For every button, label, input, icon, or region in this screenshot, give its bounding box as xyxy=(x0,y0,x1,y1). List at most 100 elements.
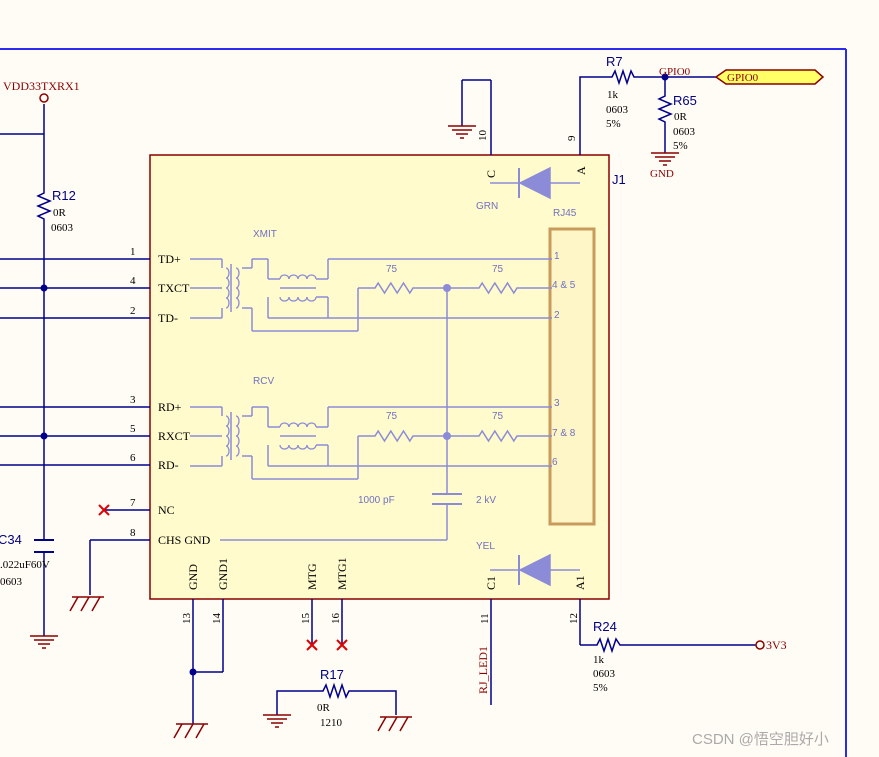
sheet-border xyxy=(0,48,847,757)
v3v3-power-port: 3V3 xyxy=(755,638,787,652)
gpio-port-label: GPIO0 xyxy=(727,72,759,84)
c34-value: .022uF60V xyxy=(0,559,50,571)
r75-label-2: 75 xyxy=(492,264,504,275)
grn-led-label: GRN xyxy=(476,201,498,212)
pin-16-num: 16 xyxy=(330,613,342,625)
pin-1-num: 1 xyxy=(130,246,136,258)
xmit-label: XMIT xyxy=(253,229,277,240)
pin-1-name: TD+ xyxy=(158,252,181,266)
r17-ref: R17 xyxy=(320,667,344,682)
rcv-r75-b xyxy=(476,429,520,443)
r75-label-1: 75 xyxy=(386,264,398,275)
chassis-ground-r17 xyxy=(377,716,412,732)
pin-3-num: 3 xyxy=(130,394,136,406)
pin-a1-name: A1 xyxy=(573,575,587,590)
r17-value: 0R xyxy=(317,702,331,714)
pin-mtg1-name: MTG1 xyxy=(335,557,349,590)
r24-resistor: R24 1k 0603 5% xyxy=(593,619,623,694)
j1-internal-circuit xyxy=(190,258,552,541)
rcv-channel xyxy=(190,406,552,480)
pin-15-num: 15 xyxy=(300,613,312,625)
bottom-pins xyxy=(192,599,581,705)
pin-5-num: 5 xyxy=(130,423,136,435)
pin-gnd1-name: GND1 xyxy=(216,558,230,590)
pin-11-num: 11 xyxy=(479,613,491,624)
rj45-connector xyxy=(548,227,596,526)
xmit-r75-a xyxy=(372,281,416,295)
gpio-port: GPIO0 xyxy=(714,69,825,85)
r75-label-4: 75 xyxy=(492,411,504,422)
cap-value-label: 1000 pF xyxy=(358,495,395,506)
gnd-net-label: GND xyxy=(650,168,674,180)
r7-value: 1k xyxy=(607,89,619,101)
rcv-label: RCV xyxy=(253,376,274,387)
pin-5-name: RXCT xyxy=(158,429,191,443)
pin-13-num: 13 xyxy=(181,613,193,625)
r65-value: 0R xyxy=(674,111,688,123)
rj45-pin-1: 1 xyxy=(554,251,560,262)
junction-dots xyxy=(40,73,669,676)
c34-ref: C34 xyxy=(0,532,22,547)
yel-led-label: YEL xyxy=(476,541,495,552)
c34-capacitor xyxy=(34,539,54,553)
r24-value: 1k xyxy=(593,654,605,666)
xmit-channel xyxy=(190,258,552,332)
v3v3-net-label: 3V3 xyxy=(766,638,787,652)
r65-resistor: R65 0R 0603 5% xyxy=(657,93,697,152)
pin-mtg-name: MTG xyxy=(305,563,319,590)
cap-voltage-label: 2 kV xyxy=(476,495,496,506)
rj45-label: RJ45 xyxy=(553,208,577,219)
r12-value: 0R xyxy=(53,207,67,219)
no-connect-pin7 xyxy=(98,504,110,516)
r75-label-3: 75 xyxy=(386,411,398,422)
r24-package: 0603 xyxy=(593,668,616,680)
pin-14-num: 14 xyxy=(211,613,223,625)
j1-ref: J1 xyxy=(612,172,626,187)
pin-8-name: CHS GND xyxy=(158,533,211,547)
rj-led-net-label: RJ_LED1 xyxy=(476,646,490,694)
pin-3-name: RD+ xyxy=(158,400,182,414)
no-connect-pin16 xyxy=(336,639,348,651)
r12-resistor: R12 0R 0603 xyxy=(36,188,76,234)
xmit-r75-b xyxy=(476,281,520,295)
rcv-r75-a xyxy=(372,429,416,443)
pin-2-num: 2 xyxy=(130,305,136,317)
r65-ref: R65 xyxy=(673,93,697,108)
external-wires xyxy=(0,76,756,724)
pin-4-name: TXCT xyxy=(158,281,190,295)
pin-4-num: 4 xyxy=(130,275,136,287)
vdd-net-label: VDD33TXRX1 xyxy=(3,79,80,93)
gnd-symbol-r65 xyxy=(651,152,679,166)
pin-8-num: 8 xyxy=(130,527,136,539)
rj45-pin-2: 2 xyxy=(554,310,560,321)
r7-package: 0603 xyxy=(606,104,629,116)
pin-9-num: 9 xyxy=(566,135,578,141)
r65-package: 0603 xyxy=(673,126,696,138)
j1-component: J1 RJ45 XMIT RCV GRN YEL 1000 pF 2 kV 75… xyxy=(149,154,626,600)
r12-package: 0603 xyxy=(51,222,74,234)
r7-tolerance: 5% xyxy=(606,118,621,130)
no-connect-pin15 xyxy=(306,639,318,651)
pin-7-num: 7 xyxy=(130,497,136,509)
rj45-pin-78: 7 & 8 xyxy=(552,428,576,439)
r17-resistor: R17 0R 1210 xyxy=(317,667,352,729)
r7-ref: R7 xyxy=(606,54,623,69)
pin-6-name: RD- xyxy=(158,458,179,472)
pin-10-num: 10 xyxy=(477,130,489,142)
pin-gnd-name: GND xyxy=(186,564,200,590)
pin-12-num: 12 xyxy=(568,613,580,624)
vdd-power-port: VDD33TXRX1 xyxy=(3,79,80,103)
rj45-pin-6: 6 xyxy=(552,457,558,468)
c34-package: 0603 xyxy=(0,576,23,588)
r17-package: 1210 xyxy=(320,717,343,729)
pin-2-name: TD- xyxy=(158,311,178,325)
r12-ref: R12 xyxy=(52,188,76,203)
rj45-pin-45: 4 & 5 xyxy=(552,280,576,291)
gnd-symbol-r17 xyxy=(263,714,291,728)
r65-tolerance: 5% xyxy=(673,140,688,152)
pin-7-name: NC xyxy=(158,503,175,517)
pin-a-name: A xyxy=(574,166,588,175)
yel-led xyxy=(490,553,580,587)
